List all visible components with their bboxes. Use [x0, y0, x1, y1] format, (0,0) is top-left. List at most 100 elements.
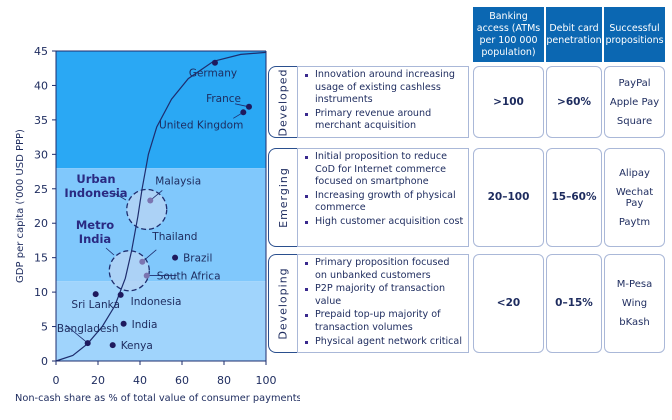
highlight-circle — [108, 250, 150, 292]
data-point — [240, 109, 247, 116]
point-label: Sri Lanka — [71, 299, 120, 311]
debit-text: >60% — [557, 95, 591, 108]
data-point — [147, 197, 154, 204]
point-label: India — [132, 319, 158, 331]
segment-tab-developing: Developing — [268, 254, 297, 353]
proposition: Paytm — [618, 216, 651, 228]
y-tick-label: 40 — [34, 79, 48, 92]
x-axis-label: Non-cash share as % of total value of co… — [15, 393, 300, 404]
y-tick-label: 25 — [34, 183, 48, 196]
proposition: bKash — [619, 317, 650, 328]
point-label: Malaysia — [155, 175, 201, 187]
x-tick-label: 20 — [91, 374, 105, 387]
header-propositions: Successful propositions — [604, 7, 665, 62]
segment-bullets: Primary proposition focused on unbanked … — [297, 254, 469, 353]
atm-text: <20 — [496, 297, 521, 309]
point-label: France — [206, 93, 241, 105]
debit-value: 0–15% — [546, 254, 602, 353]
proposition: Alipay — [619, 167, 650, 179]
proposition: Apple Pay — [609, 96, 660, 108]
band-1 — [56, 168, 266, 282]
atm-text: 20–100 — [487, 191, 530, 203]
segment-bullets: Innovation around increasing usage of ex… — [297, 66, 469, 138]
segment-bullets: Initial proposition to reduce CoD for In… — [297, 148, 469, 247]
segment-tab-emerging: Emerging — [268, 148, 297, 247]
y-tick-label: 15 — [34, 252, 48, 265]
data-point — [211, 59, 218, 66]
proposition: M-Pesa — [616, 279, 653, 290]
leader-line — [142, 249, 157, 263]
data-point — [109, 342, 116, 349]
data-point — [172, 254, 179, 261]
y-tick-label: 10 — [34, 286, 48, 299]
y-tick-label: 5 — [41, 321, 48, 334]
data-point — [92, 291, 99, 298]
y-tick-label: 35 — [34, 114, 48, 127]
header-debit-card: Debit card penetration — [546, 7, 602, 62]
x-tick-label: 100 — [256, 374, 277, 387]
y-tick-label: 0 — [41, 355, 48, 368]
bullet-item: Increasing growth of physical commerce — [304, 190, 464, 215]
atm-text: >100 — [493, 95, 524, 108]
leader-line — [113, 192, 127, 201]
header-banking-access: Banking access (ATMs per 100 000 populat… — [473, 7, 544, 62]
y-axis-label: GDP per capita ('000 USD PPP) — [15, 129, 26, 283]
debit-text: 0–15% — [555, 297, 593, 309]
point-label: Kenya — [121, 340, 153, 352]
point-label: Germany — [189, 68, 237, 80]
leader-line — [65, 324, 88, 344]
segment-label: Developing — [276, 267, 290, 340]
y-tick-label: 20 — [34, 217, 48, 230]
point-label: Indonesia — [131, 296, 182, 308]
trend-curve — [55, 51, 267, 362]
bullet-item: Initial proposition to reduce CoD for In… — [304, 151, 464, 189]
x-tick-label: 0 — [53, 374, 60, 387]
data-point — [120, 320, 127, 327]
proposition: PayPal — [618, 77, 651, 89]
data-point — [84, 340, 91, 347]
band-0 — [56, 51, 266, 169]
bullet-item: Physical agent network critical — [304, 336, 464, 349]
bullet-item: P2P majority of transaction value — [304, 283, 464, 308]
proposition: Wechat Pay — [615, 186, 654, 209]
x-tick-label: 80 — [217, 374, 231, 387]
data-point — [139, 258, 146, 265]
debit-value: 15–60% — [546, 148, 602, 247]
bullet-item: High customer acquisition cost — [304, 216, 464, 229]
proposition: Square — [616, 115, 653, 127]
point-label: Thailand — [151, 231, 197, 243]
point-label: Brazil — [183, 253, 212, 265]
atm-value: 20–100 — [473, 148, 544, 247]
bullet-item: Primary revenue around merchant acquisit… — [304, 108, 464, 133]
x-tick-label: 40 — [133, 374, 147, 387]
band-2 — [56, 281, 266, 361]
atm-value: <20 — [473, 254, 544, 353]
segment-label: Emerging — [276, 167, 290, 228]
leader-line — [105, 247, 115, 256]
segment-label: Developed — [276, 67, 290, 137]
x-tick-label: 60 — [175, 374, 189, 387]
proposition: Wing — [621, 298, 648, 309]
y-tick-label: 45 — [34, 45, 48, 58]
bullet-item: Innovation around increasing usage of ex… — [304, 69, 464, 107]
data-point — [143, 272, 150, 279]
segment-tab-developed: Developed — [268, 66, 297, 138]
y-tick-label: 30 — [34, 148, 48, 161]
bullet-item: Prepaid top-up majority of transaction v… — [304, 309, 464, 334]
data-point — [245, 103, 252, 110]
debit-value: >60% — [546, 66, 602, 138]
highlight-circle — [126, 188, 168, 231]
bullet-item: Primary proposition focused on unbanked … — [304, 257, 464, 282]
data-point — [117, 291, 124, 298]
point-label: United Kingdom — [159, 119, 243, 131]
debit-text: 15–60% — [551, 191, 597, 203]
atm-value: >100 — [473, 66, 544, 138]
point-label: Bangladesh — [57, 323, 119, 335]
point-label: South Africa — [157, 271, 221, 283]
